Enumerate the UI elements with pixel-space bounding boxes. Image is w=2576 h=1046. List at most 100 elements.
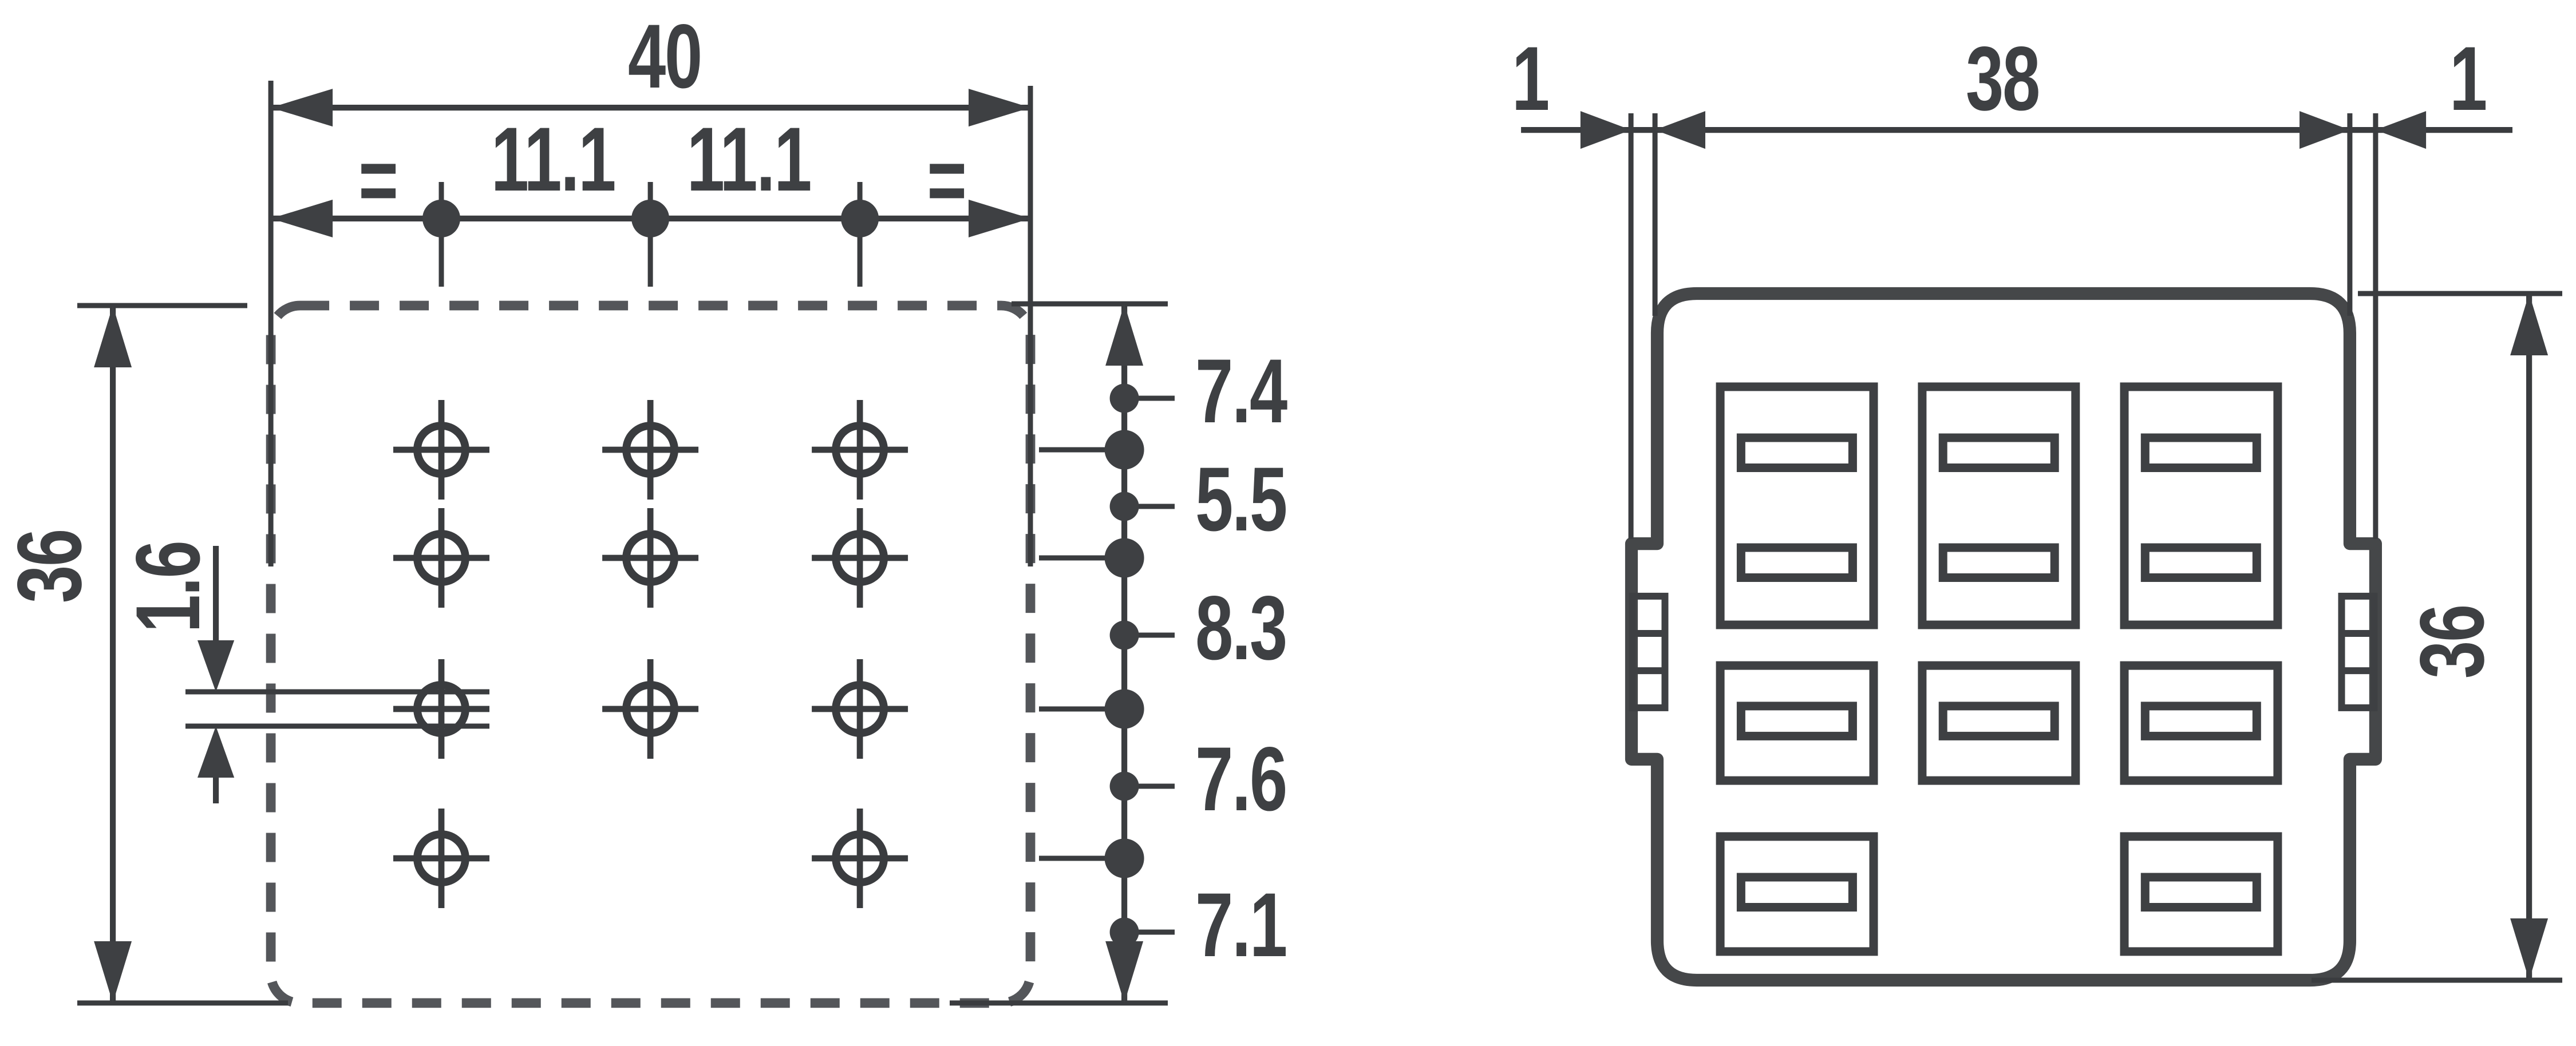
chain-dot <box>631 199 670 237</box>
block-outline <box>2120 832 2282 956</box>
terminal-slot <box>2140 873 2261 912</box>
arrowhead-down-icon <box>94 941 132 1003</box>
dim-row-chain: 7.4 5.5 8.3 7.6 7.1 <box>950 301 1289 1006</box>
block-outline <box>1716 661 1878 785</box>
dim-height-36-left: 36 <box>0 303 289 1006</box>
latch-right <box>2338 592 2378 711</box>
drill-hole-crosshair-icon <box>393 400 489 500</box>
arrowhead-down-icon <box>2510 918 2549 980</box>
slot-block-bottom-3 <box>2120 832 2282 956</box>
block-outline <box>2120 661 2282 785</box>
block-outline <box>1716 832 1878 956</box>
drill-hole-crosshair-icon <box>393 659 489 759</box>
drill-hole-crosshair-icon <box>812 400 908 500</box>
dim-label-40: 40 <box>628 5 701 107</box>
dim-label-pitch-left: 11.1 <box>491 108 615 210</box>
latch-frame <box>1629 592 1669 711</box>
drill-hole-crosshair-icon <box>812 508 908 608</box>
latch-left <box>1629 592 1669 711</box>
arrowhead-up-icon <box>1105 304 1144 366</box>
arrowhead-up-icon <box>2510 294 2549 355</box>
chain-node-dot <box>1104 430 1144 470</box>
dim-label-1-right: 1 <box>2449 27 2486 129</box>
slot-block-bottom-1 <box>1716 832 1878 956</box>
dim-label-1-left: 1 <box>1512 27 1548 129</box>
leader-dot <box>1109 383 1139 413</box>
dashed-socket-outline <box>266 300 1036 1008</box>
dim-thickness-1-6: 1.6 <box>117 541 489 803</box>
hole-grid <box>393 400 908 908</box>
slot-block-mid-2 <box>1918 661 2080 785</box>
slot-block-top-2 <box>1918 382 2080 629</box>
terminal-slot <box>1938 543 2059 582</box>
terminal-slot <box>2140 702 2261 740</box>
dim-width-40: 40 <box>268 5 1033 566</box>
relay-front-view: 1 38 1 36 <box>1512 27 2562 987</box>
terminal-slot <box>2140 433 2261 472</box>
slot-block-top-1 <box>1716 382 1878 629</box>
arrowhead-left-icon <box>1655 111 1705 149</box>
arrowhead-down-icon <box>197 640 235 692</box>
leader-dot <box>1109 492 1139 521</box>
chain-node-dot <box>1104 838 1144 878</box>
drill-hole-crosshair-icon <box>602 659 698 759</box>
leader-dot <box>1109 771 1139 801</box>
dim-label-pitch-right: 11.1 <box>687 108 811 210</box>
drilling-plan-view: 40 = 11.1 11.1 = 36 <box>0 5 1289 1008</box>
slot-block-mid-1 <box>1716 661 1878 785</box>
dim-height-36-right: 36 <box>2312 291 2562 983</box>
arrowhead-left-icon <box>271 199 333 237</box>
chain-label-5-5: 5.5 <box>1195 448 1286 550</box>
block-outline <box>1918 382 2080 629</box>
terminal-slot <box>1938 433 2059 472</box>
dim-label-38: 38 <box>1966 27 2039 129</box>
latch-frame <box>2338 592 2378 711</box>
terminal-slot <box>1736 873 1857 912</box>
dim-top-1-38-1: 1 38 1 <box>1512 27 2512 539</box>
chain-label-7-1: 7.1 <box>1195 874 1286 976</box>
terminal-slot <box>1938 702 2059 740</box>
dim-label-36-left: 36 <box>0 530 100 603</box>
equal-flag-left: = <box>358 129 397 231</box>
chain-node-dot <box>1104 538 1144 578</box>
drill-hole-crosshair-icon <box>393 809 489 908</box>
arrowhead-left-icon <box>2375 111 2427 149</box>
chain-dot <box>841 199 879 237</box>
arrowhead-up-icon <box>94 306 132 367</box>
drill-hole-crosshair-icon <box>812 809 908 908</box>
terminal-slot <box>1736 543 1857 582</box>
chain-label-7-4: 7.4 <box>1195 340 1287 442</box>
drill-hole-crosshair-icon <box>812 659 908 759</box>
arrowhead-right-icon <box>969 199 1030 237</box>
terminal-slot <box>1736 702 1857 740</box>
arrowhead-left-icon <box>271 89 333 127</box>
drill-hole-crosshair-icon <box>393 508 489 608</box>
arrowhead-right-icon <box>2300 111 2350 149</box>
block-outline <box>2120 382 2282 629</box>
arrowhead-up-icon <box>197 726 235 778</box>
dim-label-1-6: 1.6 <box>117 541 219 632</box>
arrowhead-down-icon <box>1105 941 1144 1003</box>
dim-label-36-right: 36 <box>2401 605 2503 679</box>
terminal-slot <box>2140 543 2261 582</box>
leader-dot <box>1109 917 1139 947</box>
slot-block-top-3 <box>2120 382 2282 629</box>
terminal-slots <box>1716 382 2282 956</box>
block-outline <box>1918 661 2080 785</box>
drill-hole-crosshair-icon <box>602 400 698 500</box>
terminal-slot <box>1736 433 1857 472</box>
dim-hole-pitch: = 11.1 11.1 = <box>271 108 1030 287</box>
equal-flag-right: = <box>927 129 965 231</box>
leader-dot <box>1109 620 1139 650</box>
block-outline <box>1716 382 1878 629</box>
chain-node-dot <box>1104 689 1144 729</box>
arrowhead-right-icon <box>1580 111 1631 149</box>
relay-body-outline <box>1625 287 2382 987</box>
chain-dot <box>422 199 460 237</box>
drill-hole-crosshair-icon <box>602 508 698 608</box>
chain-label-7-6: 7.6 <box>1195 728 1286 830</box>
slot-block-mid-3 <box>2120 661 2282 785</box>
arrowhead-right-icon <box>969 89 1030 127</box>
